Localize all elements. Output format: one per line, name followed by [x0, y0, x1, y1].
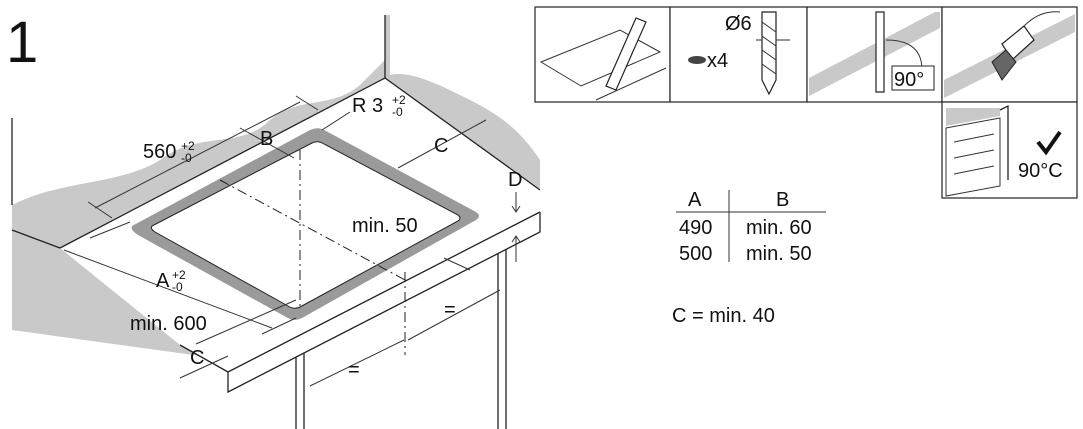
table-header-a: A [688, 189, 702, 211]
step-number: 1 [6, 10, 38, 75]
leader-radius [321, 111, 351, 131]
worktop-back-edge [59, 77, 541, 249]
label-radius-tol-minus: -0 [392, 105, 403, 119]
table-row-1-b: min. 50 [746, 243, 812, 265]
label-min-50: min. 50 [352, 215, 418, 237]
label-depth-tol-plus: +2 [172, 268, 186, 282]
label-c-top: C [434, 135, 448, 157]
label-b: B [260, 128, 273, 150]
drawer-lines [953, 133, 995, 175]
drill-bit-icon [761, 11, 777, 96]
dim-line-c-top [397, 119, 487, 169]
panel-heat: 90°C [941, 101, 1078, 199]
saw-worktop [809, 12, 940, 96]
label-width-tol-minus: -0 [181, 151, 192, 165]
label-min-600: min. 600 [130, 313, 207, 335]
label-saw-angle: 90° [894, 69, 924, 91]
dim-ext-depth [89, 221, 297, 335]
table-row-0-a: 490 [679, 217, 712, 239]
worktop-front-face [227, 212, 541, 394]
panel-mark-frame [534, 6, 671, 103]
saw-angle-box [891, 65, 935, 91]
drawer-side [999, 104, 1009, 180]
panel-drill: x4 Ø6 [669, 6, 808, 103]
label-radius-tol-plus: +2 [392, 93, 406, 107]
saw-blade-icon [875, 11, 885, 93]
label-equal-left: = [348, 359, 360, 381]
worktop-illustration: 560 +2 -0 B R 3 +2 -0 C D min. 50 A +2 -… [11, 15, 541, 429]
label-width-tol-plus: +2 [181, 139, 195, 153]
center-line-diagonal [219, 179, 406, 281]
mark-edge [595, 67, 667, 101]
dim-line-min50 [443, 257, 471, 271]
label-equal-right: = [444, 299, 456, 321]
heat-worktop [946, 108, 1000, 126]
label-drill-size: Ø6 [725, 13, 752, 35]
dim-line-b [239, 127, 295, 159]
panel-drill-frame [669, 6, 808, 103]
dim-line-min600 [195, 299, 297, 345]
pencil-icon [605, 17, 647, 91]
note-c-min: C = min. 40 [672, 305, 775, 327]
label-c-bottom: C [190, 347, 204, 369]
check-icon [1036, 130, 1062, 156]
label-depth: A [156, 270, 170, 292]
mark-outline [539, 29, 662, 87]
dim-arrows-d [511, 205, 521, 243]
brush-bristles-icon [991, 49, 1017, 81]
dimension-table: A B 490 min. 60 500 min. 50 [676, 189, 826, 265]
table-header-b: B [776, 189, 789, 211]
dim-ext-width [87, 95, 319, 219]
label-screw-count: x4 [707, 50, 728, 72]
label-heat: 90°C [1018, 160, 1063, 182]
cutout-inner [150, 141, 461, 309]
table-row-1-a: 500 [679, 243, 712, 265]
brush-cord [1023, 11, 1061, 27]
dim-line-width [94, 101, 301, 209]
table-row-0-b: min. 60 [746, 217, 812, 239]
drill-flutes [761, 21, 777, 75]
panel-brush [941, 6, 1078, 103]
label-d: D [508, 169, 522, 191]
panel-saw: 90° [806, 6, 943, 103]
worktop-left-edge [11, 229, 61, 249]
label-width: 560 [143, 141, 176, 163]
label-depth-tol-minus: -0 [172, 280, 183, 294]
tool-panels: x4 Ø6 90° [534, 6, 1078, 199]
dim-line-c-bottom [179, 355, 229, 379]
saw-angle-arc [885, 39, 923, 71]
panel-mark [534, 6, 671, 103]
cabinet-side-right [497, 250, 507, 429]
dim-line-equal-left [309, 339, 405, 387]
drawer-unit-outline [945, 117, 1001, 197]
dim-line-depth [63, 249, 273, 329]
label-radius: R 3 [352, 95, 383, 117]
screw-icon [688, 56, 706, 64]
cabinet-side-left [295, 353, 305, 429]
dim-line-equal-right [407, 289, 501, 341]
